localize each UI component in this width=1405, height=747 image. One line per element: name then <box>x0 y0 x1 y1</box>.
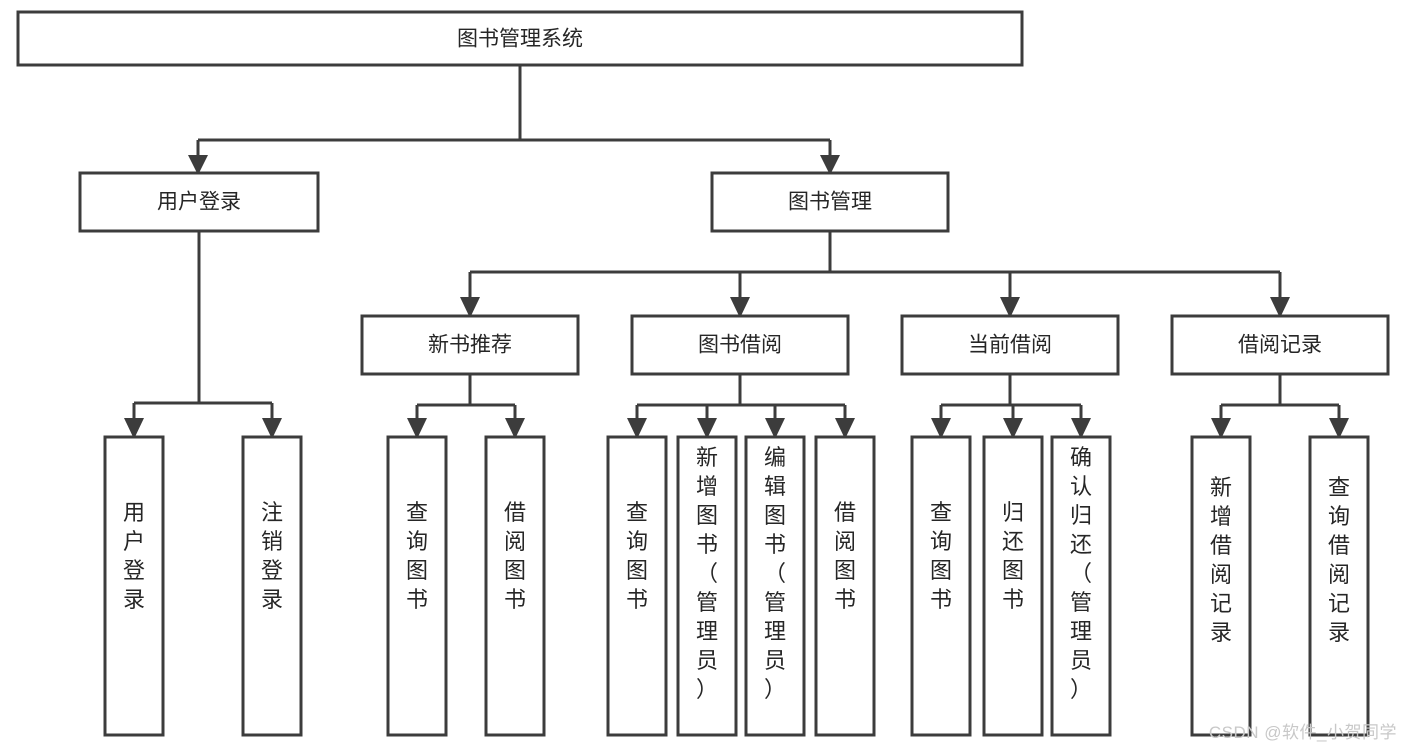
connector-layer <box>124 65 1349 439</box>
node-root-label: 图书管理系统 <box>457 28 583 51</box>
node-leaf-bb-edit-book-box[interactable] <box>744 435 806 737</box>
arrow-newbook-to-borrow-icon <box>505 418 525 439</box>
node-leaf-cb-return-book[interactable]: 归还图书 <box>982 435 1044 737</box>
node-leaf-user-logout-label: 注销登录 <box>261 500 283 612</box>
arrow-record-to-add-icon <box>1211 418 1231 439</box>
node-leaf-nb-borrow-book-label: 借阅图书 <box>504 500 526 612</box>
node-leaf-bb-query-book-box[interactable] <box>606 435 668 737</box>
arrow-borrow-to-add-icon <box>697 418 717 439</box>
arrow-record-to-query-icon <box>1329 418 1349 439</box>
node-leaf-rec-query-record-box[interactable] <box>1308 435 1370 737</box>
node-leaf-cb-confirm-return[interactable]: 确认归还（管理员） <box>1050 435 1112 737</box>
arrow-borrow-to-query-icon <box>627 418 647 439</box>
node-leaf-cb-confirm-return-box[interactable] <box>1050 435 1112 737</box>
node-borrow-record-box[interactable] <box>1170 314 1390 376</box>
node-leaf-bb-add-book[interactable]: 新增图书（管理员） <box>676 435 738 737</box>
node-leaf-nb-query-book[interactable]: 查询图书 <box>386 435 448 737</box>
arrow-current-to-return-icon <box>1003 418 1023 439</box>
node-borrow-record[interactable]: 借阅记录 <box>1170 314 1390 376</box>
arrow-current-to-confirm-icon <box>1071 418 1091 439</box>
node-leaf-bb-borrow-book-box[interactable] <box>814 435 876 737</box>
arrow-borrow-to-edit-icon <box>765 418 785 439</box>
node-book-management-box[interactable] <box>710 171 950 233</box>
arrow-book-to-current-icon <box>1000 297 1020 318</box>
node-leaf-user-login-box[interactable] <box>103 435 165 737</box>
node-leaf-bb-edit-book-label: 编辑图书（管理员） <box>764 445 786 702</box>
node-leaf-rec-add-record-box[interactable] <box>1190 435 1252 737</box>
node-leaf-user-login-label: 用户登录 <box>123 500 145 612</box>
node-leaf-nb-borrow-book-box[interactable] <box>484 435 546 737</box>
node-book-borrow-box[interactable] <box>630 314 850 376</box>
arrow-newbook-to-query-icon <box>407 418 427 439</box>
node-leaf-bb-query-book[interactable]: 查询图书 <box>606 435 668 737</box>
node-leaf-user-login[interactable]: 用户登录 <box>103 435 165 737</box>
node-new-book-recommend-box[interactable] <box>360 314 580 376</box>
node-leaf-cb-return-book-box[interactable] <box>982 435 1044 737</box>
arrow-current-to-query-icon <box>931 418 951 439</box>
node-leaf-bb-edit-book[interactable]: 编辑图书（管理员） <box>744 435 806 737</box>
node-leaf-bb-borrow-book[interactable]: 借阅图书 <box>814 435 876 737</box>
node-leaf-rec-add-record-label: 新增借阅记录 <box>1210 475 1232 645</box>
node-leaf-bb-borrow-book-label: 借阅图书 <box>834 500 856 612</box>
arrow-user-to-login-icon <box>124 418 144 439</box>
node-user-login-menu-label: 用户登录 <box>157 191 241 214</box>
node-leaf-bb-query-book-label: 查询图书 <box>626 500 648 612</box>
node-current-borrow-label: 当前借阅 <box>968 334 1052 357</box>
node-user-login-menu[interactable]: 用户登录 <box>78 171 320 233</box>
arrow-root-to-user-icon <box>188 155 208 175</box>
node-leaf-nb-query-book-box[interactable] <box>386 435 448 737</box>
node-leaf-cb-query-book-box[interactable] <box>910 435 972 737</box>
node-book-management[interactable]: 图书管理 <box>710 171 950 233</box>
node-book-management-label: 图书管理 <box>788 191 872 214</box>
node-borrow-record-label: 借阅记录 <box>1238 334 1322 357</box>
arrow-book-to-record-icon <box>1270 297 1290 318</box>
node-leaf-user-logout-box[interactable] <box>241 435 303 737</box>
node-user-login-menu-box[interactable] <box>78 171 320 233</box>
node-leaf-user-logout[interactable]: 注销登录 <box>241 435 303 737</box>
node-layer: 图书管理系统 用户登录 图书管理 新书推荐 图书借阅 <box>16 10 1390 737</box>
arrow-book-to-newbook-icon <box>460 297 480 318</box>
node-leaf-rec-query-record-label: 查询借阅记录 <box>1328 475 1350 645</box>
node-current-borrow-box[interactable] <box>900 314 1120 376</box>
node-leaf-cb-query-book-label: 查询图书 <box>930 500 952 612</box>
node-book-borrow-label: 图书借阅 <box>698 334 782 357</box>
node-leaf-bb-add-book-label: 新增图书（管理员） <box>696 445 718 702</box>
node-book-borrow[interactable]: 图书借阅 <box>630 314 850 376</box>
node-leaf-nb-borrow-book[interactable]: 借阅图书 <box>484 435 546 737</box>
arrow-book-to-borrow-icon <box>730 297 750 318</box>
node-leaf-cb-return-book-label: 归还图书 <box>1002 500 1024 612</box>
arrow-root-to-book-icon <box>820 155 840 175</box>
node-leaf-rec-add-record[interactable]: 新增借阅记录 <box>1190 435 1252 737</box>
node-root-box[interactable] <box>16 10 1024 67</box>
node-leaf-cb-confirm-return-label: 确认归还（管理员） <box>1070 445 1092 702</box>
arrow-user-to-logout-icon <box>262 418 282 439</box>
node-new-book-recommend-label: 新书推荐 <box>428 334 512 357</box>
node-leaf-cb-query-book[interactable]: 查询图书 <box>910 435 972 737</box>
node-current-borrow[interactable]: 当前借阅 <box>900 314 1120 376</box>
node-leaf-rec-query-record[interactable]: 查询借阅记录 <box>1308 435 1370 737</box>
arrow-borrow-to-lend-icon <box>835 418 855 439</box>
node-leaf-bb-add-book-box[interactable] <box>676 435 738 737</box>
node-leaf-nb-query-book-label: 查询图书 <box>406 500 428 612</box>
node-root[interactable]: 图书管理系统 <box>16 10 1024 67</box>
node-new-book-recommend[interactable]: 新书推荐 <box>360 314 580 376</box>
